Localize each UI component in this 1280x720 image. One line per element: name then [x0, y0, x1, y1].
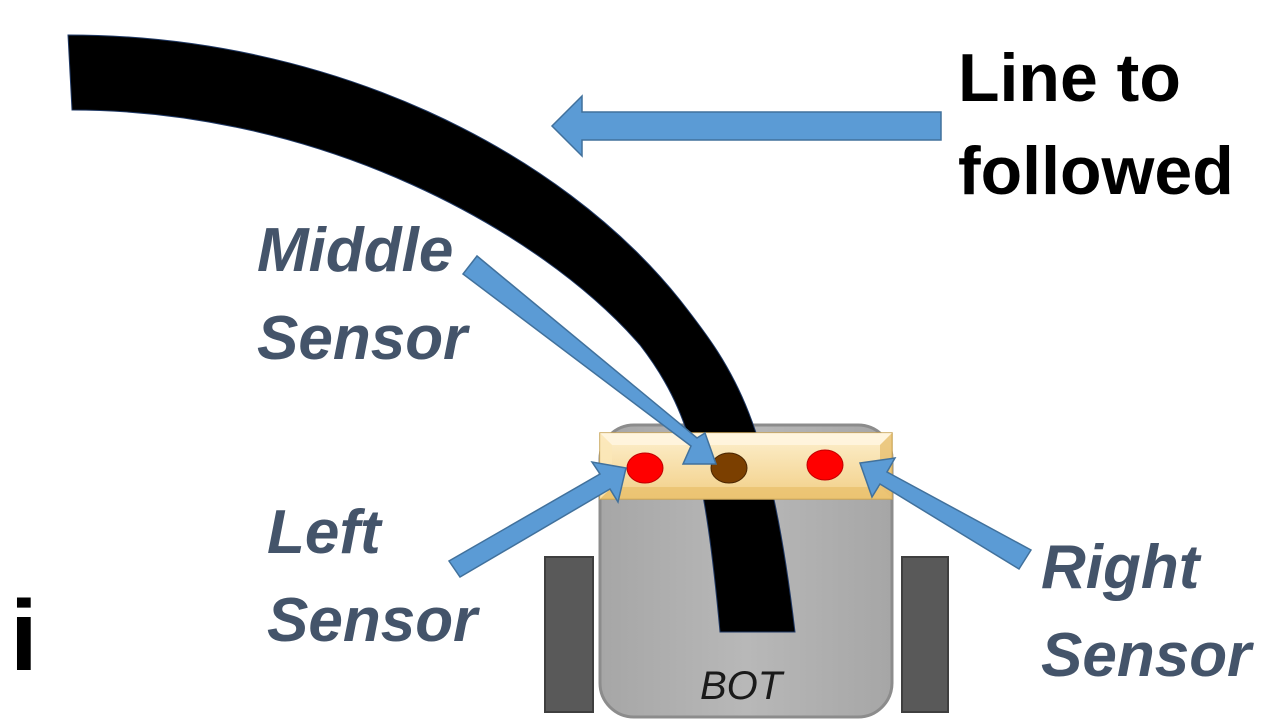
- left-sensor-label-line1: Left: [267, 498, 381, 567]
- middle-sensor-label-line1: Middle: [257, 216, 454, 285]
- track-line: [67, 34, 796, 633]
- line-label-line2: followed: [958, 133, 1234, 209]
- left-wheel: [544, 556, 594, 713]
- left-sensor-label-line2: Sensor: [267, 586, 478, 655]
- bot-label: BOT: [700, 664, 783, 708]
- right-sensor-led: [806, 449, 844, 481]
- right-sensor-label-line1: Right: [1041, 533, 1200, 602]
- left-sensor-arrow: [447, 460, 627, 579]
- middle-sensor-arrow: [461, 254, 718, 465]
- middle-sensor-label-line2: Sensor: [257, 304, 468, 373]
- line-pointer-arrow: [550, 94, 942, 158]
- middle-sensor-led: [710, 452, 748, 484]
- right-sensor-arrow: [858, 457, 1033, 571]
- right-sensor-label-line2: Sensor: [1041, 621, 1252, 690]
- right-wheel: [901, 556, 949, 713]
- line-label-line1: Line to: [958, 40, 1181, 116]
- corner-glyph: i: [10, 580, 38, 692]
- left-sensor-led: [626, 452, 664, 484]
